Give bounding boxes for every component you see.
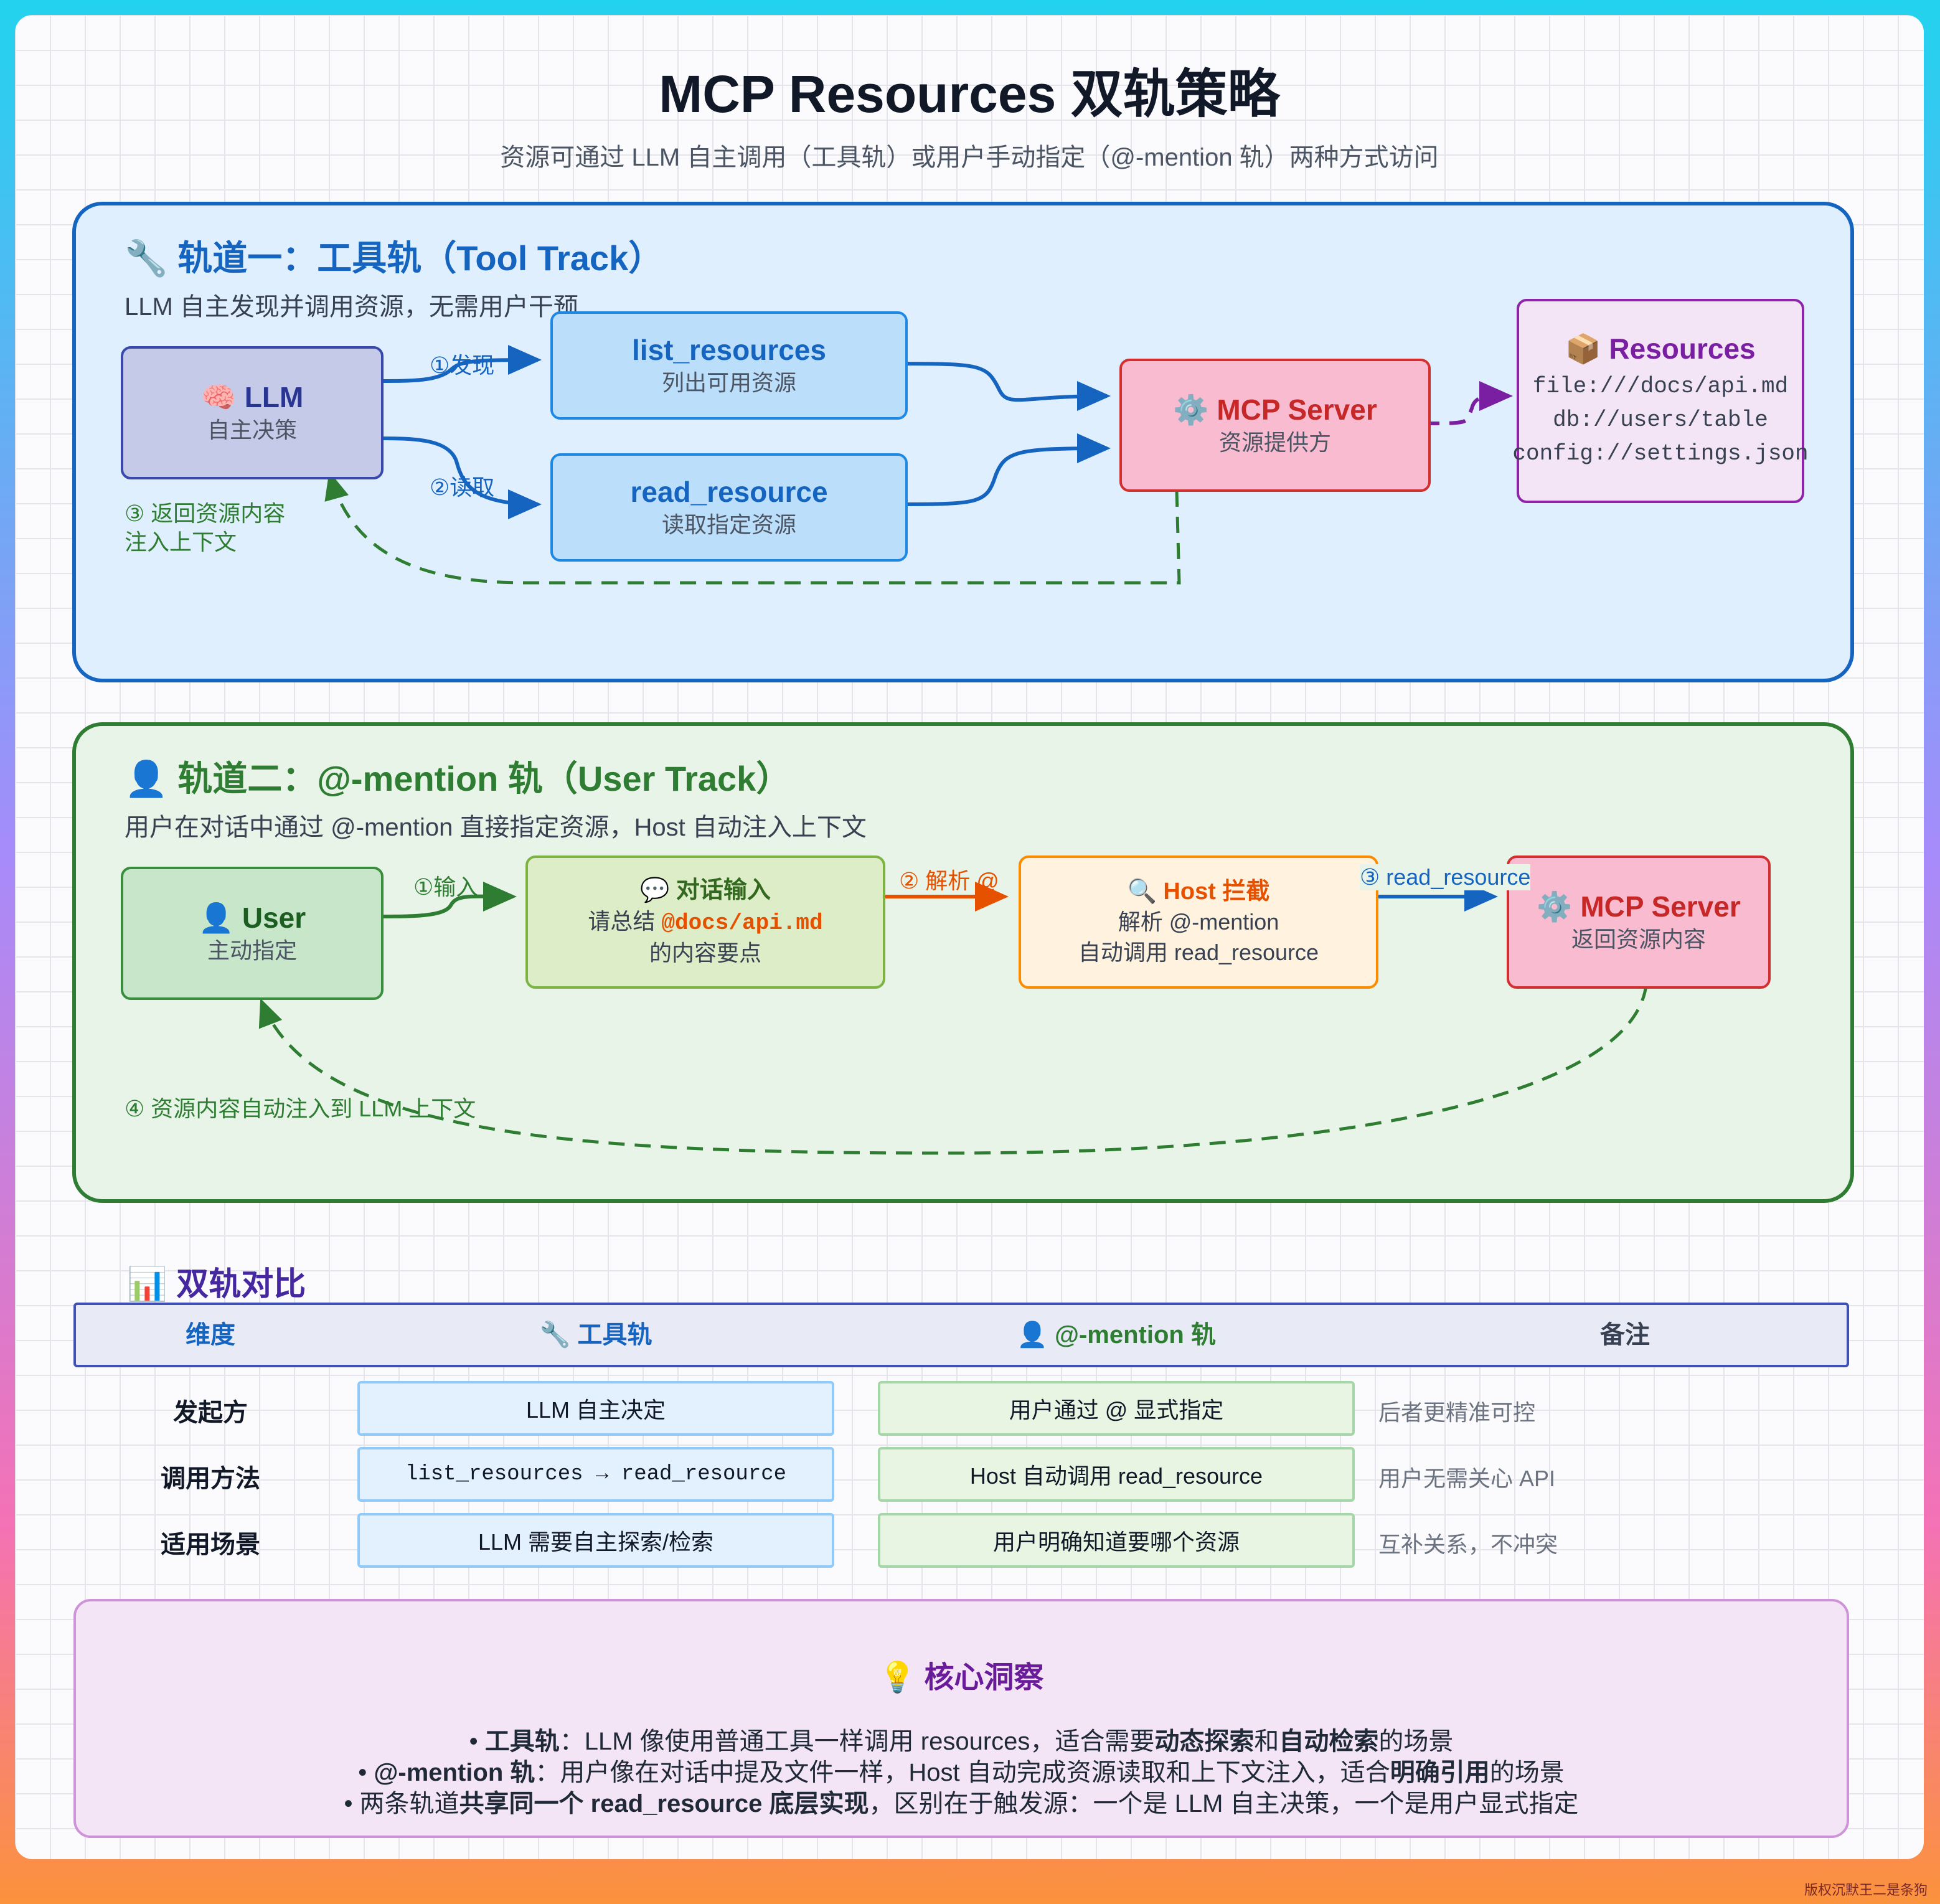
list-resources-sub: 列出可用资源 bbox=[661, 370, 796, 396]
insight-text: • bbox=[358, 1759, 374, 1786]
tool-track-desc: LLM 自主发现并调用资源，无需用户干预 bbox=[125, 293, 578, 321]
resource-item: config://settings.json bbox=[1512, 440, 1809, 466]
insight-bold: 明确引用 bbox=[1390, 1759, 1490, 1786]
user-track-arrows bbox=[258, 881, 1648, 1155]
cell-tool: LLM 自主决定 bbox=[357, 1381, 834, 1436]
col-header-mention: 👤 @-mention 轨 bbox=[1017, 1321, 1216, 1349]
step-parse-label: ② 解析 @ bbox=[899, 868, 999, 893]
arrow-llm-to-list bbox=[375, 345, 542, 383]
host-intercept-node: 🔍 Host 拦截 解析 @-mention 自动调用 read_resourc… bbox=[1019, 855, 1378, 989]
list-resources-title: list_resources bbox=[632, 333, 826, 366]
step-return-label-line1: ③ 返回资源内容 bbox=[125, 501, 286, 526]
cell-mention: 用户明确知道要哪个资源 bbox=[878, 1513, 1355, 1568]
col-header-note: 备注 bbox=[1600, 1321, 1650, 1349]
read-resource-title: read_resource bbox=[630, 475, 828, 508]
read-resource-node: read_resource 读取指定资源 bbox=[550, 453, 908, 562]
mcp-server-sub: 资源提供方 bbox=[1218, 430, 1331, 456]
cell-tool: list_resources → read_resource bbox=[357, 1447, 834, 1502]
step-discover-label: ①发现 bbox=[430, 352, 495, 378]
mcp-server-node: ⚙️ MCP Server 资源提供方 bbox=[1119, 359, 1431, 492]
insight-panel bbox=[73, 1599, 1849, 1838]
tool-track-arrows bbox=[324, 345, 1513, 585]
insight-bold: @-mention 轨 bbox=[374, 1759, 535, 1786]
cell-mention: 用户通过 @ 显式指定 bbox=[878, 1381, 1355, 1436]
step-return-label-line2: 注入上下文 bbox=[125, 529, 237, 555]
host-intercept-line2: 自动调用 read_resource bbox=[1078, 939, 1319, 965]
insight-text: 的场景 bbox=[1489, 1759, 1565, 1786]
llm-node-title: 🧠 LLM bbox=[200, 380, 304, 413]
insight-text: ，区别在于触发源：一个是 LLM 自主决策，一个是用户显式指定 bbox=[869, 1790, 1579, 1817]
insight-text: • bbox=[469, 1728, 485, 1755]
insight-title: 💡 核心洞察 bbox=[878, 1661, 1044, 1694]
user-node-sub: 主动指定 bbox=[207, 938, 297, 964]
host-intercept-line1: 解析 @-mention bbox=[1118, 909, 1279, 935]
footer-credit: 版权沉默王二是条狗 bbox=[1804, 1882, 1928, 1898]
insight-bold: 工具轨 bbox=[484, 1728, 560, 1755]
mcp-server-title: ⚙️ MCP Server bbox=[1173, 393, 1377, 426]
user-track-desc: 用户在对话中通过 @-mention 直接指定资源，Host 自动注入上下文 bbox=[125, 814, 867, 841]
list-resources-node: list_resources 列出可用资源 bbox=[550, 311, 908, 420]
arrow-llm-to-read bbox=[375, 436, 542, 519]
insight-line-2: • @-mention 轨：用户像在对话中提及文件一样，Host 自动完成资源读… bbox=[73, 1752, 1849, 1788]
insight-text: ：LLM 像使用普通工具一样调用 resources，适合需要 bbox=[559, 1728, 1155, 1755]
step-input-label: ①输入 bbox=[413, 874, 479, 900]
diagram-canvas: MCP Resources 双轨策略 资源可通过 LLM 自主调用（工具轨）或用… bbox=[15, 15, 1924, 1859]
llm-node: 🧠 LLM 自主决策 bbox=[121, 346, 384, 479]
cell-note: 后者更精准可控 bbox=[1378, 1400, 1536, 1425]
arrow-user-to-input bbox=[375, 881, 517, 918]
step-read-resource-label: ③ read_resource bbox=[1360, 864, 1531, 890]
chat-input-line2: 的内容要点 bbox=[649, 940, 761, 966]
resources-node: 📦 Resources file:///docs/api.md db://use… bbox=[1512, 299, 1809, 503]
chat-input-line1: 请总结 @docs/api.md bbox=[588, 907, 822, 939]
mcp-server-user-sub: 返回资源内容 bbox=[1571, 926, 1706, 953]
row-dimension: 调用方法 bbox=[161, 1465, 260, 1492]
resources-title: 📦 Resources bbox=[1565, 332, 1756, 365]
row-dimension: 发起方 bbox=[173, 1399, 248, 1426]
user-track-title: 👤 轨道二：@-mention 轨（User Track） bbox=[125, 759, 791, 798]
mcp-server-node-user: ⚙️ MCP Server 返回资源内容 bbox=[1507, 855, 1771, 989]
read-resource-sub: 读取指定资源 bbox=[661, 512, 796, 538]
comparison-header-row bbox=[73, 1303, 1849, 1367]
cell-mention: Host 自动调用 read_resource bbox=[878, 1447, 1355, 1502]
arrow-server-inject-llm bbox=[258, 984, 1648, 1155]
row-dimension: 适用场景 bbox=[161, 1531, 260, 1558]
insight-text: 和 bbox=[1254, 1728, 1279, 1755]
resource-item: file:///docs/api.md bbox=[1532, 373, 1789, 399]
user-node: 👤 User 主动指定 bbox=[121, 867, 384, 1000]
page-title: MCP Resources 双轨策略 bbox=[659, 65, 1280, 123]
col-header-dimension: 维度 bbox=[186, 1321, 235, 1349]
user-node-title: 👤 User bbox=[198, 901, 306, 934]
insight-bold: 动态探索 bbox=[1154, 1728, 1255, 1755]
insight-text: • 两条轨道 bbox=[344, 1790, 459, 1817]
page-subtitle: 资源可通过 LLM 自主调用（工具轨）或用户手动指定（@-mention 轨）两… bbox=[500, 144, 1439, 171]
cell-tool: LLM 需要自主探索/检索 bbox=[357, 1513, 834, 1568]
mention-token: @docs/api.md bbox=[661, 910, 823, 936]
step-read-label: ②读取 bbox=[430, 474, 495, 500]
insight-line-3: • 两条轨道共享同一个 read_resource 底层实现，区别在于触发源：一… bbox=[73, 1783, 1849, 1819]
cell-note: 用户无需关心 API bbox=[1378, 1466, 1556, 1491]
comparison-title: 📊 双轨对比 bbox=[127, 1266, 306, 1303]
insight-line-1: • 工具轨：LLM 像使用普通工具一样调用 resources，适合需要动态探索… bbox=[73, 1721, 1849, 1757]
mcp-server-user-title: ⚙️ MCP Server bbox=[1537, 890, 1741, 923]
llm-node-sub: 自主决策 bbox=[207, 417, 297, 443]
tool-track-title: 🔧 轨道一：工具轨（Tool Track） bbox=[125, 238, 664, 278]
step-inject-label: ④ 资源内容自动注入到 LLM 上下文 bbox=[125, 1096, 476, 1121]
arrow-server-return-llm bbox=[324, 471, 1181, 585]
insight-bold: 自动检索 bbox=[1279, 1728, 1379, 1755]
cell-note: 互补关系，不冲突 bbox=[1378, 1532, 1558, 1557]
insight-bold: 共享同一个 read_resource 底层实现 bbox=[459, 1790, 869, 1817]
arrow-read-to-server bbox=[886, 433, 1111, 506]
col-header-tool: 🔧 工具轨 bbox=[539, 1321, 652, 1349]
chat-input-title: 💬 对话输入 bbox=[640, 877, 771, 904]
host-intercept-title: 🔍 Host 拦截 bbox=[1127, 878, 1270, 905]
insight-text: ：用户像在对话中提及文件一样，Host 自动完成资源读取和上下文注入，适合 bbox=[535, 1759, 1390, 1786]
insight-text: 的场景 bbox=[1378, 1728, 1454, 1755]
resource-item: db://users/table bbox=[1553, 407, 1768, 433]
arrow-list-to-server bbox=[886, 362, 1111, 412]
chat-input-text: 请总结 bbox=[588, 908, 662, 934]
chat-input-node: 💬 对话输入 请总结 @docs/api.md 的内容要点 bbox=[525, 855, 885, 989]
arrow-server-to-resources bbox=[1423, 381, 1513, 425]
